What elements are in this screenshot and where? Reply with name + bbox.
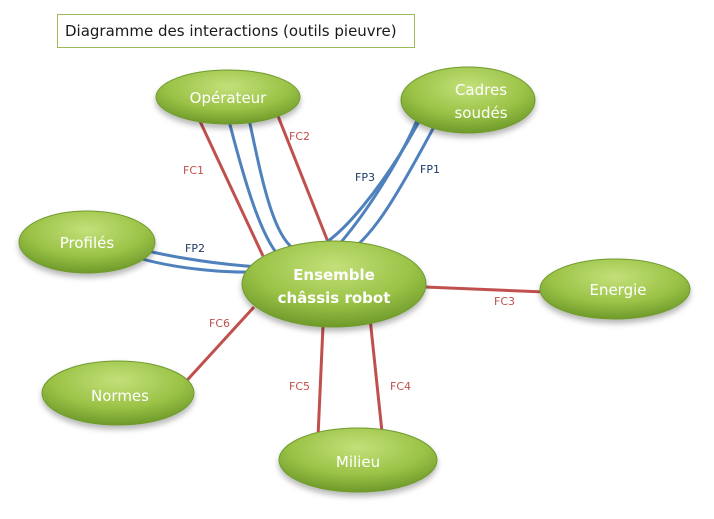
node-profiles-label: Profilés: [60, 234, 115, 252]
line-fp3-b: [247, 114, 424, 254]
node-cadres-ellipse: [400, 66, 536, 134]
node-milieu-ellipse: [278, 427, 438, 493]
line-fp1: [133, 121, 438, 269]
line-fc1-a: [196, 116, 265, 257]
edge-label-fp1: FP1: [420, 163, 440, 176]
edge-label-fp3: FP3: [355, 171, 375, 184]
node-operateur-ellipse: [155, 69, 301, 125]
edge-label-fc5: FC5: [289, 380, 310, 393]
edge-label-fc3: FC3: [494, 295, 515, 308]
node-energie-label: Energie: [589, 281, 646, 299]
edge-label-fc4: FC4: [390, 380, 411, 393]
node-energie-ellipse: [539, 258, 691, 320]
node-profiles: Profilés: [18, 210, 156, 274]
line-fc2-a: [274, 110, 332, 248]
node-milieu-label: Milieu: [336, 453, 380, 471]
node-energie: Energie: [539, 258, 691, 320]
edge-label-fc2: FC2: [289, 130, 310, 143]
line-fc5: [316, 325, 325, 438]
constraint-lines: [178, 110, 546, 438]
line-fc6: [178, 305, 256, 390]
node-cadres-label-2: soudés: [454, 104, 507, 122]
node-center-label-2: châssis robot: [278, 289, 391, 307]
node-normes: Normes: [41, 360, 195, 426]
edge-label-fp2: FP2: [185, 242, 205, 255]
node-operateur-label: Opérateur: [190, 89, 268, 107]
node-milieu: Milieu: [278, 427, 438, 493]
node-profiles-ellipse: [18, 210, 156, 274]
edge-label-fc6: FC6: [209, 317, 230, 330]
node-cadres-label-1: Cadres: [455, 81, 507, 99]
line-fc4: [368, 317, 384, 433]
node-cadres: Cadres soudés: [400, 66, 536, 134]
line-fc3: [424, 285, 546, 294]
node-center-label-1: Ensemble: [293, 266, 375, 284]
node-normes-ellipse: [41, 360, 195, 426]
node-normes-label: Normes: [91, 387, 149, 405]
node-operateur: Opérateur: [155, 69, 301, 125]
node-center: Ensemble châssis robot: [241, 240, 427, 328]
diagram-title: Diagramme des interactions (outils pieuv…: [57, 14, 415, 48]
edge-label-fc1: FC1: [183, 164, 204, 177]
node-center-ellipse: [241, 240, 427, 328]
edge-labels: FC1 FC2 FP3 FP1 FP2 FC3 FC6 FC5 FC4: [183, 130, 515, 393]
